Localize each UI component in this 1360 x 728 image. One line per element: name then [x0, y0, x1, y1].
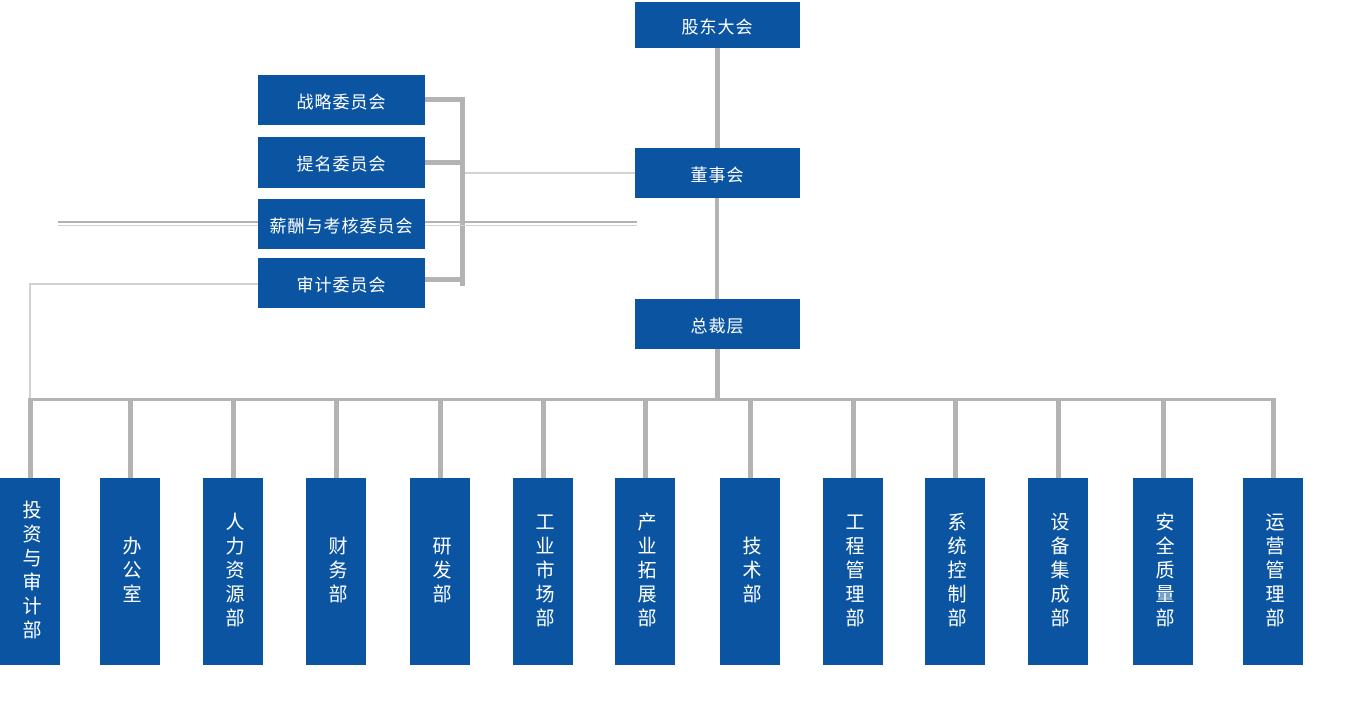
node-dept-safety-quality: 安全质量部 — [1133, 478, 1193, 665]
connector-root-to-board — [715, 48, 720, 148]
node-dept-engineering-management: 工程管理部 — [823, 478, 883, 665]
connector-board-to-president — [715, 198, 719, 299]
node-dept-human-resources: 人力资源部 — [203, 478, 263, 665]
connector-audit-horizontal — [30, 283, 258, 285]
node-dept-research-development: 研发部 — [410, 478, 470, 665]
connector-dept-stub-1 — [28, 400, 33, 478]
node-remuneration-assessment-committee: 薪酬与考核委员会 — [258, 199, 425, 249]
connector-dept-stub-5 — [438, 400, 443, 478]
node-dept-equipment-integration: 设备集成部 — [1028, 478, 1088, 665]
connector-president-to-bus — [715, 349, 720, 400]
node-dept-human-resources-label: 人力资源部 — [222, 511, 244, 632]
connector-dept-stub-11 — [1056, 400, 1061, 478]
connector-dept-stub-8 — [748, 400, 753, 478]
connector-dept-stub-4 — [334, 400, 339, 478]
node-audit-committee-label: 审计委员会 — [296, 275, 387, 295]
node-board-of-directors: 董事会 — [635, 148, 800, 198]
node-dept-investment-audit: 投资与审计部 — [0, 478, 60, 665]
node-dept-finance-label: 财务部 — [325, 535, 347, 608]
connector-nomination-stub — [425, 160, 465, 165]
node-dept-technology-label: 技术部 — [739, 535, 761, 608]
node-dept-operations-management: 运营管理部 — [1243, 478, 1303, 665]
connector-committee-bus — [460, 97, 465, 286]
node-dept-system-control: 系统控制部 — [925, 478, 985, 665]
connector-dept-stub-10 — [953, 400, 958, 478]
node-dept-engineering-management-label: 工程管理部 — [842, 511, 864, 632]
node-board-of-directors-label: 董事会 — [690, 165, 745, 185]
connector-dept-stub-12 — [1161, 400, 1166, 478]
node-president-level-label: 总裁层 — [690, 316, 745, 336]
node-dept-investment-audit-label: 投资与审计部 — [19, 499, 41, 644]
node-dept-technology: 技术部 — [720, 478, 780, 665]
node-dept-industrial-market: 工业市场部 — [513, 478, 573, 665]
node-shareholders-meeting: 股东大会 — [635, 2, 800, 48]
connector-dept-stub-13 — [1271, 400, 1276, 478]
node-strategy-committee-label: 战略委员会 — [296, 92, 387, 112]
node-dept-office-label: 办公室 — [119, 535, 141, 608]
connector-bus-to-board — [465, 172, 635, 174]
connector-dept-stub-9 — [851, 400, 856, 478]
node-strategy-committee: 战略委员会 — [258, 75, 425, 125]
connector-dept-stub-6 — [541, 400, 546, 478]
node-dept-office: 办公室 — [100, 478, 160, 665]
node-shareholders-meeting-label: 股东大会 — [681, 17, 754, 37]
connector-dept-stub-2 — [128, 400, 133, 478]
node-dept-industry-expansion-label: 产业拓展部 — [634, 511, 656, 632]
node-remuneration-assessment-committee-label: 薪酬与考核委员会 — [269, 216, 414, 236]
node-dept-safety-quality-label: 安全质量部 — [1152, 511, 1174, 632]
connector-dept-stub-7 — [643, 400, 648, 478]
connector-audit-vertical — [29, 283, 31, 398]
node-nomination-committee: 提名委员会 — [258, 137, 425, 188]
connector-department-bus — [28, 398, 1276, 401]
node-dept-research-development-label: 研发部 — [429, 535, 451, 608]
node-nomination-committee-label: 提名委员会 — [296, 155, 387, 174]
connector-dept-stub-3 — [231, 400, 236, 478]
node-dept-operations-management-label: 运营管理部 — [1262, 511, 1284, 632]
node-dept-finance: 财务部 — [306, 478, 366, 665]
node-president-level: 总裁层 — [635, 299, 800, 349]
connector-strategy-stub — [425, 97, 465, 102]
node-dept-industry-expansion: 产业拓展部 — [615, 478, 675, 665]
connector-audit-stub — [425, 277, 465, 282]
node-dept-system-control-label: 系统控制部 — [944, 511, 966, 632]
node-dept-industrial-market-label: 工业市场部 — [532, 511, 554, 632]
node-audit-committee: 审计委员会 — [258, 258, 425, 308]
node-dept-equipment-integration-label: 设备集成部 — [1047, 511, 1069, 632]
